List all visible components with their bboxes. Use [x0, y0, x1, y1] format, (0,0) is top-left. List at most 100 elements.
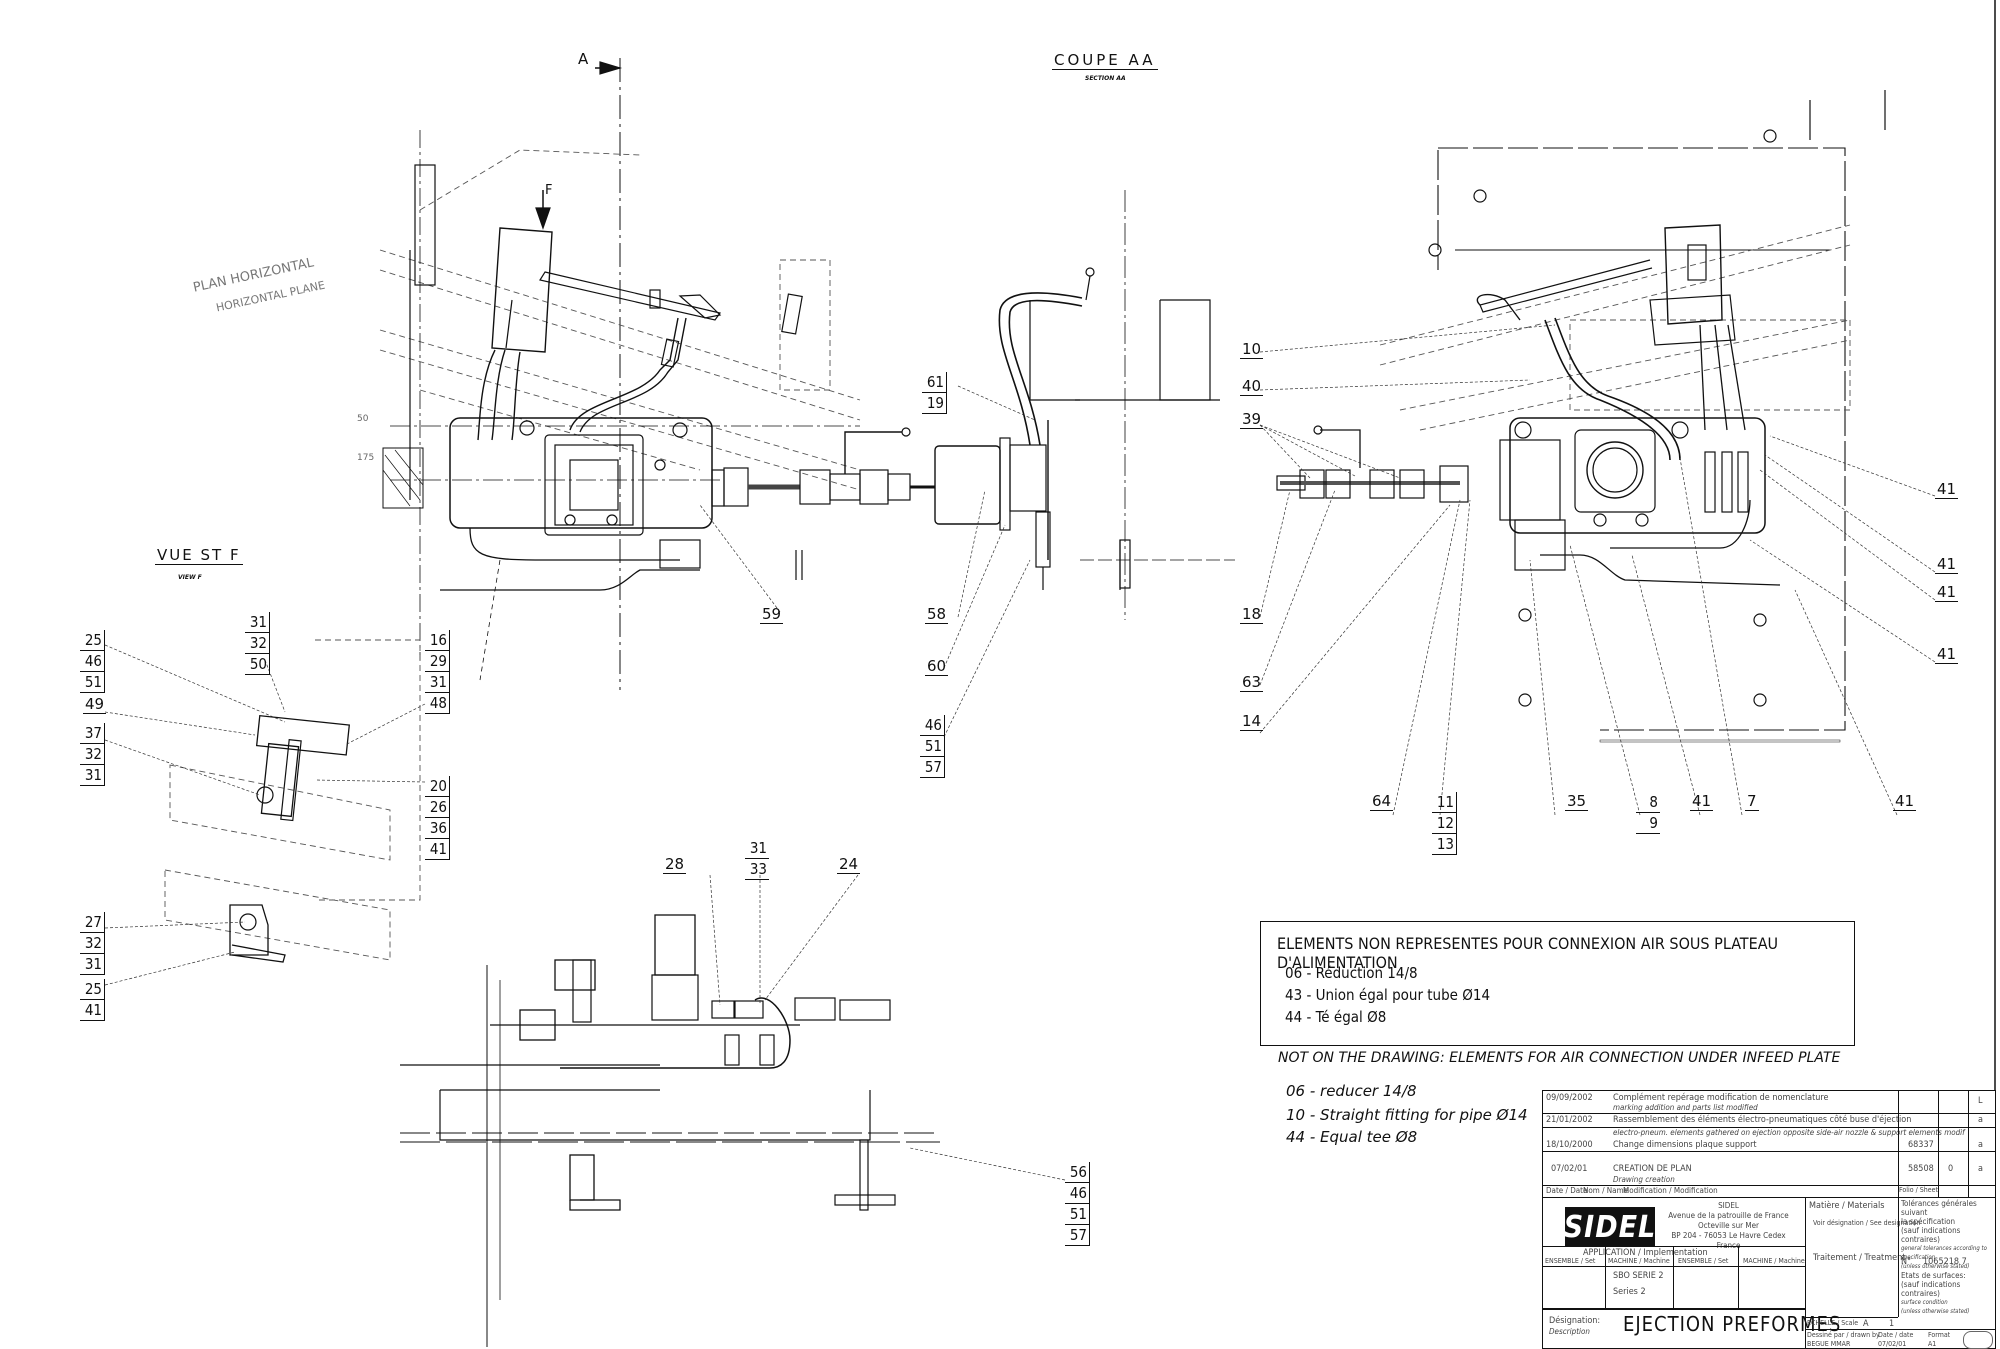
callout-stack-31-32-50: 31 32 50	[245, 612, 270, 675]
revision-row: 07/02/01 CREATION DE PLAN Drawing creati…	[1543, 1151, 1995, 1186]
note-item-fr-0: 06 - Réduction 14/8	[1285, 964, 1418, 982]
revision-row: 21/01/2002 Rassemblement des éléments él…	[1543, 1113, 1995, 1128]
callout-stack-37-32-31: 37 32 31	[80, 723, 105, 786]
sheet-number: 1	[1889, 1319, 1895, 1329]
right-assembly	[1276, 90, 1886, 743]
callout-20: 20	[425, 776, 450, 797]
callout-48: 48	[425, 693, 450, 714]
drawing-date: 07/02/01	[1878, 1340, 1907, 1348]
title-block: 09/09/2002 Complément repérage modificat…	[1542, 1090, 1996, 1349]
application-header: APPLICATION / Implementation	[1583, 1248, 1708, 1258]
callout-9: 9	[1636, 813, 1660, 834]
callout-31: 31	[245, 612, 270, 633]
callout-32: 32	[80, 744, 105, 765]
revision-table: 09/09/2002 Complément repérage modificat…	[1543, 1091, 1995, 1198]
callout-57: 57	[920, 757, 945, 778]
callout-stack-31-33: 31 33	[745, 838, 769, 880]
sheet-size: A1	[1928, 1340, 1937, 1348]
note-item-en-2: 44 - Equal tee Ø8	[1286, 1128, 1418, 1146]
callout-19: 19	[922, 393, 947, 414]
callout-32: 32	[245, 633, 270, 654]
callout-31: 31	[80, 765, 105, 786]
note-item-en-0: 06 - reducer 14/8	[1286, 1082, 1417, 1100]
note-item-fr-2: 44 - Té égal Ø8	[1285, 1008, 1387, 1026]
callout-stack-11-12-13: 11 12 13	[1432, 792, 1457, 855]
tolerances: Tolérances générales suivant la spécific…	[1901, 1199, 1987, 1270]
callout-41-r4: 41	[1935, 645, 1959, 664]
callout-35: 35	[1565, 792, 1589, 811]
callout-10: 10	[1240, 340, 1264, 359]
callout-29: 29	[425, 651, 450, 672]
callout-32: 32	[80, 933, 105, 954]
callout-stack-27-32-31: 27 32 31	[80, 912, 105, 975]
surface-condition: Etats de surfaces: (sauf indications con…	[1901, 1271, 1970, 1315]
revision-row: electro-pneum. elements gathered on ejec…	[1543, 1127, 1995, 1152]
scale-label: ECHELLE / Scale	[1807, 1319, 1859, 1327]
callout-stack-61-19: 61 19	[922, 372, 947, 414]
note-item-en-1: 10 - Straight fitting for pipe Ø14	[1286, 1106, 1528, 1124]
spec-number: 1065218 7	[1923, 1257, 1967, 1267]
callout-16: 16	[425, 630, 450, 651]
callout-stack-8-9: 8 9	[1636, 792, 1660, 834]
callout-60: 60	[925, 657, 949, 676]
callout-36: 36	[425, 818, 450, 839]
drawn-by: BEGUE MMAR	[1807, 1340, 1851, 1348]
callout-stack-20-26-36-41: 20 26 36 41	[425, 776, 450, 860]
revision-row: 09/09/2002 Complément repérage modificat…	[1543, 1091, 1995, 1114]
callout-51: 51	[80, 672, 105, 693]
leader-lines	[104, 324, 1936, 1181]
callout-28: 28	[663, 855, 687, 874]
section-line-a	[595, 58, 623, 690]
callout-64: 64	[1370, 792, 1394, 811]
callout-39: 39	[1240, 410, 1264, 429]
note-title-en: NOT ON THE DRAWING: ELEMENTS FOR AIR CON…	[1278, 1050, 1841, 1066]
callout-stack-16-29-31-48: 16 29 31 48	[425, 630, 450, 714]
callout-25: 25	[80, 979, 105, 1000]
callout-11: 11	[1432, 792, 1457, 813]
left-assembly	[379, 130, 1235, 660]
company-address: SIDEL Avenue de la patrouille de France …	[1668, 1201, 1789, 1250]
callout-49: 49	[83, 695, 107, 714]
description-label: Description	[1549, 1327, 1590, 1336]
callout-46: 46	[920, 715, 945, 736]
dim-50: 50	[357, 414, 369, 424]
callout-37: 37	[80, 723, 105, 744]
callout-51: 51	[1065, 1204, 1090, 1225]
callout-61: 61	[922, 372, 947, 393]
designation-title: EJECTION PREFORMES	[1623, 1312, 1842, 1336]
callout-41: 41	[80, 1000, 105, 1021]
projection-symbol-icon	[1963, 1331, 1993, 1349]
callout-51: 51	[920, 736, 945, 757]
callout-41-far: 41	[1893, 792, 1917, 811]
revision-header: Date / Date Nom / Name Modification / Mo…	[1543, 1185, 1995, 1198]
view-f-title: VUE ST F	[155, 546, 243, 565]
callout-40: 40	[1240, 377, 1264, 396]
callout-12: 12	[1432, 813, 1457, 834]
note-title-fr: ELEMENTS NON REPRESENTES POUR CONNEXION …	[1277, 934, 1779, 972]
section-marker-label: A	[578, 50, 589, 68]
callout-58: 58	[925, 605, 949, 624]
view-f-subtitle: VIEW F	[178, 574, 202, 581]
callout-26: 26	[425, 797, 450, 818]
callout-31: 31	[425, 672, 450, 693]
callout-stack-56-46-51-57: 56 46 51 57	[1065, 1162, 1090, 1246]
callout-46: 46	[80, 651, 105, 672]
view-f	[164, 559, 501, 963]
callout-31: 31	[80, 954, 105, 975]
section-title: COUPE AA	[1052, 51, 1158, 70]
callout-33: 33	[745, 859, 769, 880]
callout-18: 18	[1240, 605, 1264, 624]
callout-31: 31	[745, 838, 769, 859]
note-box-fr: ELEMENTS NON REPRESENTES POUR CONNEXION …	[1260, 921, 1855, 1046]
callout-41-r2: 41	[1935, 555, 1959, 574]
callout-50: 50	[245, 654, 270, 675]
machine-series: SBO SERIE 2	[1613, 1271, 1664, 1281]
callout-13: 13	[1432, 834, 1457, 855]
callout-8: 8	[1636, 792, 1660, 813]
bottom-view	[400, 914, 940, 1347]
callout-41-r1: 41	[1935, 480, 1959, 499]
callout-41-bottom: 41	[1690, 792, 1714, 811]
callout-stack-25-46-51: 25 46 51	[80, 630, 105, 693]
callout-25: 25	[80, 630, 105, 651]
